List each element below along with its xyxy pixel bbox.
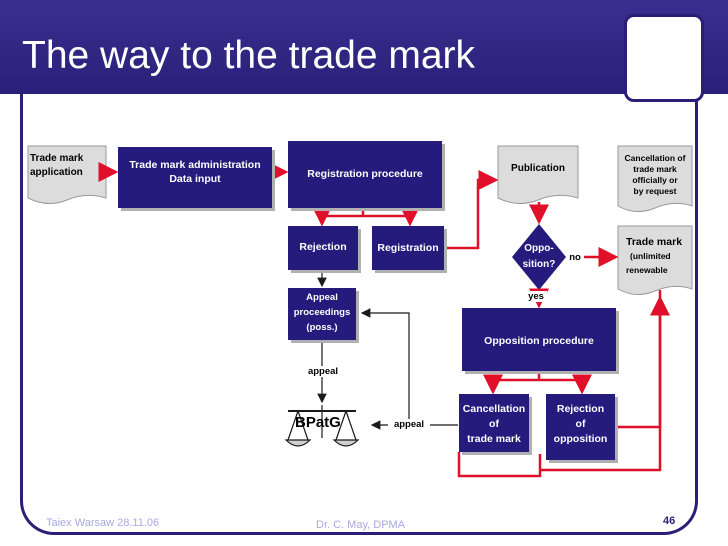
cancellation-of-trade-mark-line-3: trade mark [467,433,521,445]
trade-mark-result-document [617,225,693,295]
opposition-procedure-label: Opposition procedure [484,335,594,347]
cancellation-official: Cancellation of trade mark officially or… [618,153,692,197]
arrow-registration-to-publication [444,170,499,250]
rejection-of-opposition-line-2: of [575,418,586,430]
footer-center: Dr. C. May, DPMA [316,519,406,531]
cancellation-official-line-3: officially or [632,175,678,185]
scales-icon [284,405,360,447]
trade-mark-application-document [27,145,107,204]
registration-label: Registration [377,242,439,254]
footer-left: Taiex Warsaw 28.11.06 [46,517,160,529]
appeal-proceedings-line-1: Appeal [306,292,338,303]
publication-document [497,145,579,204]
cancellation-of-trade-mark-line-1: Cancellation [462,403,526,415]
yes-label: yes [525,291,547,302]
cancellation-official-line-4: by request [633,186,677,196]
cancellation-of-trade-mark-line-2: of [489,418,499,430]
cancellation-official-line-1: Cancellation of [624,153,686,163]
trade-mark-application: Trade mark application [30,152,104,180]
rejection-of-opposition-line-1: Rejection [556,403,605,415]
rejection-of-opposition-line-3: opposition [553,433,608,445]
arrow-split [322,208,410,218]
opposition-decision-diamond [512,224,566,290]
trade-mark-result-line-1: Trade mark [626,236,683,248]
page-number: 46 [663,515,676,527]
arrow-rejection-opposition-to-trade-mark [615,295,670,429]
cancellation-official-document [617,145,693,212]
publication: Publication [498,162,578,176]
administration-box: Trade mark administration Data input [118,147,272,208]
appeal-label-horizontal: appeal [388,419,430,430]
opposition-decision-line-1: Oppo- [524,243,554,254]
corner-decoration [624,14,704,102]
cancellation-of-trade-mark-box: Cancellation of trade mark [459,394,529,452]
opposition-decision-line-2: sition? [522,259,556,270]
opposition-decision: Oppo- sition? [512,241,566,273]
publication-label: Publication [511,163,565,174]
trade-mark-result-line-3: renewable [626,265,668,275]
registration-procedure-box: Registration procedure [288,141,442,208]
slide-frame [20,92,698,535]
registration-procedure-label: Registration procedure [307,168,423,180]
rejection-box: Rejection [288,226,358,270]
trade-mark-result: Trade mark (unlimited renewable [626,235,692,277]
no-label: no [566,252,584,263]
opposition-procedure-box: Opposition procedure [462,308,616,371]
trade-mark-application-line-2: application [30,167,83,178]
arrow-bpatg-to-appeal [360,308,410,426]
page-title: The way to the trade mark [22,34,476,77]
trade-mark-application-line-1: Trade mark [30,153,84,164]
rejection-label: Rejection [299,241,347,253]
title-bar [0,0,728,94]
appeal-proceedings-line-2: proceedings [293,307,351,318]
appeal-proceedings-box: Appeal proceedings (poss.) [288,288,356,340]
rejection-of-opposition-box: Rejection of opposition [546,394,615,460]
cancellation-official-line-2: trade mark [633,164,677,174]
administration-line-1: Trade mark administration [129,159,261,171]
appeal-proceedings-line-3: (poss.) [306,322,338,333]
trade-mark-result-line-2: (unlimited [630,251,671,261]
appeal-label-vertical: appeal [292,366,354,377]
bpatg-label: BPatG [295,414,341,431]
administration-line-2: Data input [169,173,221,185]
registration-box: Registration [372,226,444,270]
arrow-opposition-split [493,371,582,382]
